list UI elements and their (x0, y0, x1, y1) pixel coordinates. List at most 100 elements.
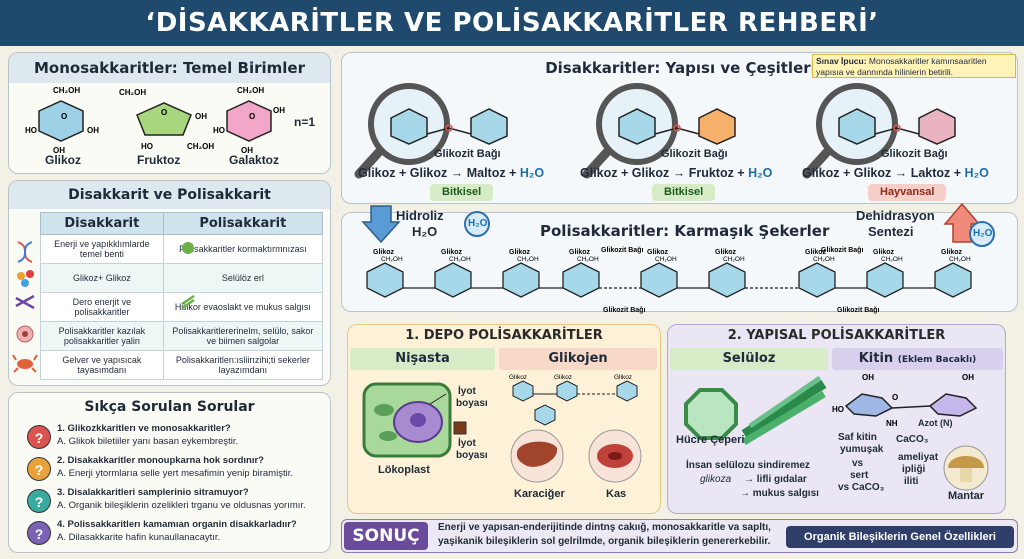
svg-text:OH: OH (87, 126, 99, 135)
hidroliz-arrow-icon (361, 205, 401, 244)
table-cell: Selülöz erl (162, 263, 324, 293)
mono-note: n=1 (294, 115, 316, 129)
glucose-label: Glikoz (805, 249, 827, 256)
glucose-unit (366, 262, 404, 298)
ch2oh-label: CH₂OH (881, 256, 903, 263)
kitin-heading: Kitin (Eklem Bacaklı) (832, 348, 1003, 370)
vs-label-1: vs (852, 458, 864, 469)
iyot-label-1b: boyası (456, 398, 488, 409)
equation-fruktoz: Glikoz + Glikoz → Fruktoz + H₂O (580, 166, 772, 180)
table-cell: Gelver ve yapısıcak tayasımdanı (40, 350, 164, 380)
faq-answer: A. Organik bileşiklerin ozelikleri trgan… (57, 500, 306, 511)
disakkarit-heading: Disakkaritler: Yapısı ve Çeşitleri (545, 59, 816, 77)
equation-laktoz: Glikoz + Glikoz → Laktoz + H₂O (802, 166, 989, 180)
svg-text:NH: NH (886, 419, 898, 428)
faq-question: 4. Polissakkaritlerı kamamıan organin di… (57, 519, 297, 530)
muscle-icon (588, 429, 642, 483)
laktoz-structure (802, 83, 956, 179)
compare-col-polisakkarit: Polisakkarit (162, 212, 324, 235)
svg-text:CH₂OH: CH₂OH (237, 86, 264, 95)
compare-icons (12, 241, 38, 373)
chain-bond-label: Glikozit Bağı (603, 307, 645, 314)
lokoplast-icon (362, 382, 452, 458)
fruktoz-structure (582, 83, 736, 179)
azot-label: Azot (N) (918, 418, 953, 428)
mono-heading: Monosakkaritler: Temel Birimler (9, 53, 330, 83)
svg-text:OH: OH (962, 373, 974, 382)
table-cell: Polisakkaritlen:ısliirızihi;ti sekerler … (162, 350, 324, 380)
svg-text:HO: HO (832, 405, 844, 414)
svg-text:Glikoz: Glikoz (614, 374, 632, 381)
faq-item[interactable]: ? 1. Glikozkkaritlerı ve monosakkaritler… (27, 423, 330, 453)
karaciger-label: Karaciğer (514, 488, 565, 500)
helix-icon (15, 294, 35, 310)
glikoz-ring: CH₂OH O HO OH OH (25, 86, 99, 155)
ch2oh-label: CH₂OH (381, 256, 403, 263)
faq-question: 3. Disalakkaritleri samplerinio sitramuy… (57, 487, 249, 498)
fiber-bundle-icon (741, 375, 827, 446)
mono-name-fruktoz: Fruktoz (137, 153, 181, 167)
sert-label: sert (850, 470, 869, 481)
kitin-rings: OH OH NH HO O (832, 373, 978, 428)
faq-answer: A. Dilasakkarite hafin kunaullanacaytır. (57, 532, 221, 543)
glucose-label: Glikoz (373, 249, 395, 256)
hidroliz-water: H₂O (412, 224, 438, 239)
faq-item[interactable]: ? 3. Disalakkaritleri samplerinio sitram… (27, 487, 330, 517)
table-cell: Polisakkaritler kazılak polisakkaritler … (40, 321, 164, 351)
kitin-note: (Eklem Bacaklı) (897, 355, 977, 365)
glucose-label: Glikoz (441, 249, 463, 256)
glucose-unit (434, 262, 472, 298)
mono-name-glikoz: Glikoz (45, 153, 82, 167)
iyot-label-2b: boyası (456, 450, 488, 461)
water-icon (464, 211, 490, 237)
water-bubble-right: H₂O (973, 228, 993, 239)
equation-text: Glikoz + Glikoz → Laktoz + (802, 166, 965, 180)
table-cell: Polisakkaritlererinelm, selülo, sakor ve… (162, 321, 324, 351)
ameliyat-label-2: ipliği (902, 464, 926, 475)
insan-label: İnsan selülozu sindiremez (686, 460, 810, 471)
bond-label-3: Glikozit Bağı (881, 148, 948, 160)
table-cell: Enerji ve yapıkklımlarde temel benti (40, 234, 164, 264)
caco3-label: CaCO₃ (896, 434, 929, 445)
table-cell: Dero enerjit ve polisakkaritler (40, 292, 164, 322)
maltoz-structure (354, 83, 508, 179)
sonuc-badge: SONUÇ (344, 522, 428, 550)
svg-text:O: O (161, 108, 167, 117)
glucose-label: Glikoz (509, 249, 531, 256)
galaktoz-ring: CH₂OH O HO OH OH (213, 86, 285, 155)
chain-bond-label: Glikozit Bağı (821, 247, 863, 254)
source-tag-bitkisel: Bitkisel (652, 184, 716, 201)
ch2oh-label: CH₂OH (813, 256, 835, 263)
svg-text:OH: OH (241, 146, 253, 155)
iyot-label-1a: İyot (458, 386, 476, 397)
glucose-label: Glikoz (873, 249, 895, 256)
mantar-icon (943, 445, 989, 491)
exam-tip: Sınav İpucu: Monosakkaritler kamınsaarit… (812, 54, 1016, 78)
sonuc-line-1: Enerji ve yapısan-enderijitinde dintnş c… (438, 522, 771, 533)
faq-heading: Sıkça Sorulan Sorular (84, 399, 255, 415)
chain-bond-label: Glikozit Bağı (601, 247, 643, 254)
faq-question: 2. Disakakkaritler monoupkarna hok sordı… (57, 455, 264, 466)
table-row: Polisakkaritler kazılak polisakkaritler … (40, 321, 324, 351)
faq-item[interactable]: ? 2. Disakakkaritler monoupkarna hok sor… (27, 455, 330, 485)
dna-icon (17, 241, 33, 263)
hucre-label: Hücre Çeperi (676, 434, 745, 446)
mono-name-galaktoz: Galaktoz (229, 153, 280, 167)
svg-text:Glikoz: Glikoz (554, 374, 572, 381)
svg-text:HO: HO (141, 142, 153, 151)
svg-text:OH: OH (53, 146, 65, 155)
faq-item[interactable]: ? 4. Polissakkaritlerı kamamıan organin … (27, 519, 330, 549)
molecule-icon (17, 270, 34, 287)
water-text: H₂O (964, 166, 989, 180)
organik-ozellikler-button[interactable]: Organik Bileşiklerin Genel Özellikleri (786, 526, 1014, 548)
svg-text:OH: OH (862, 373, 874, 382)
compare-poly-icons (181, 242, 195, 310)
glucose-label: Glikoz (569, 249, 591, 256)
svg-text:O: O (249, 112, 255, 121)
exam-tip-label: Sınav İpucu: (816, 56, 867, 66)
